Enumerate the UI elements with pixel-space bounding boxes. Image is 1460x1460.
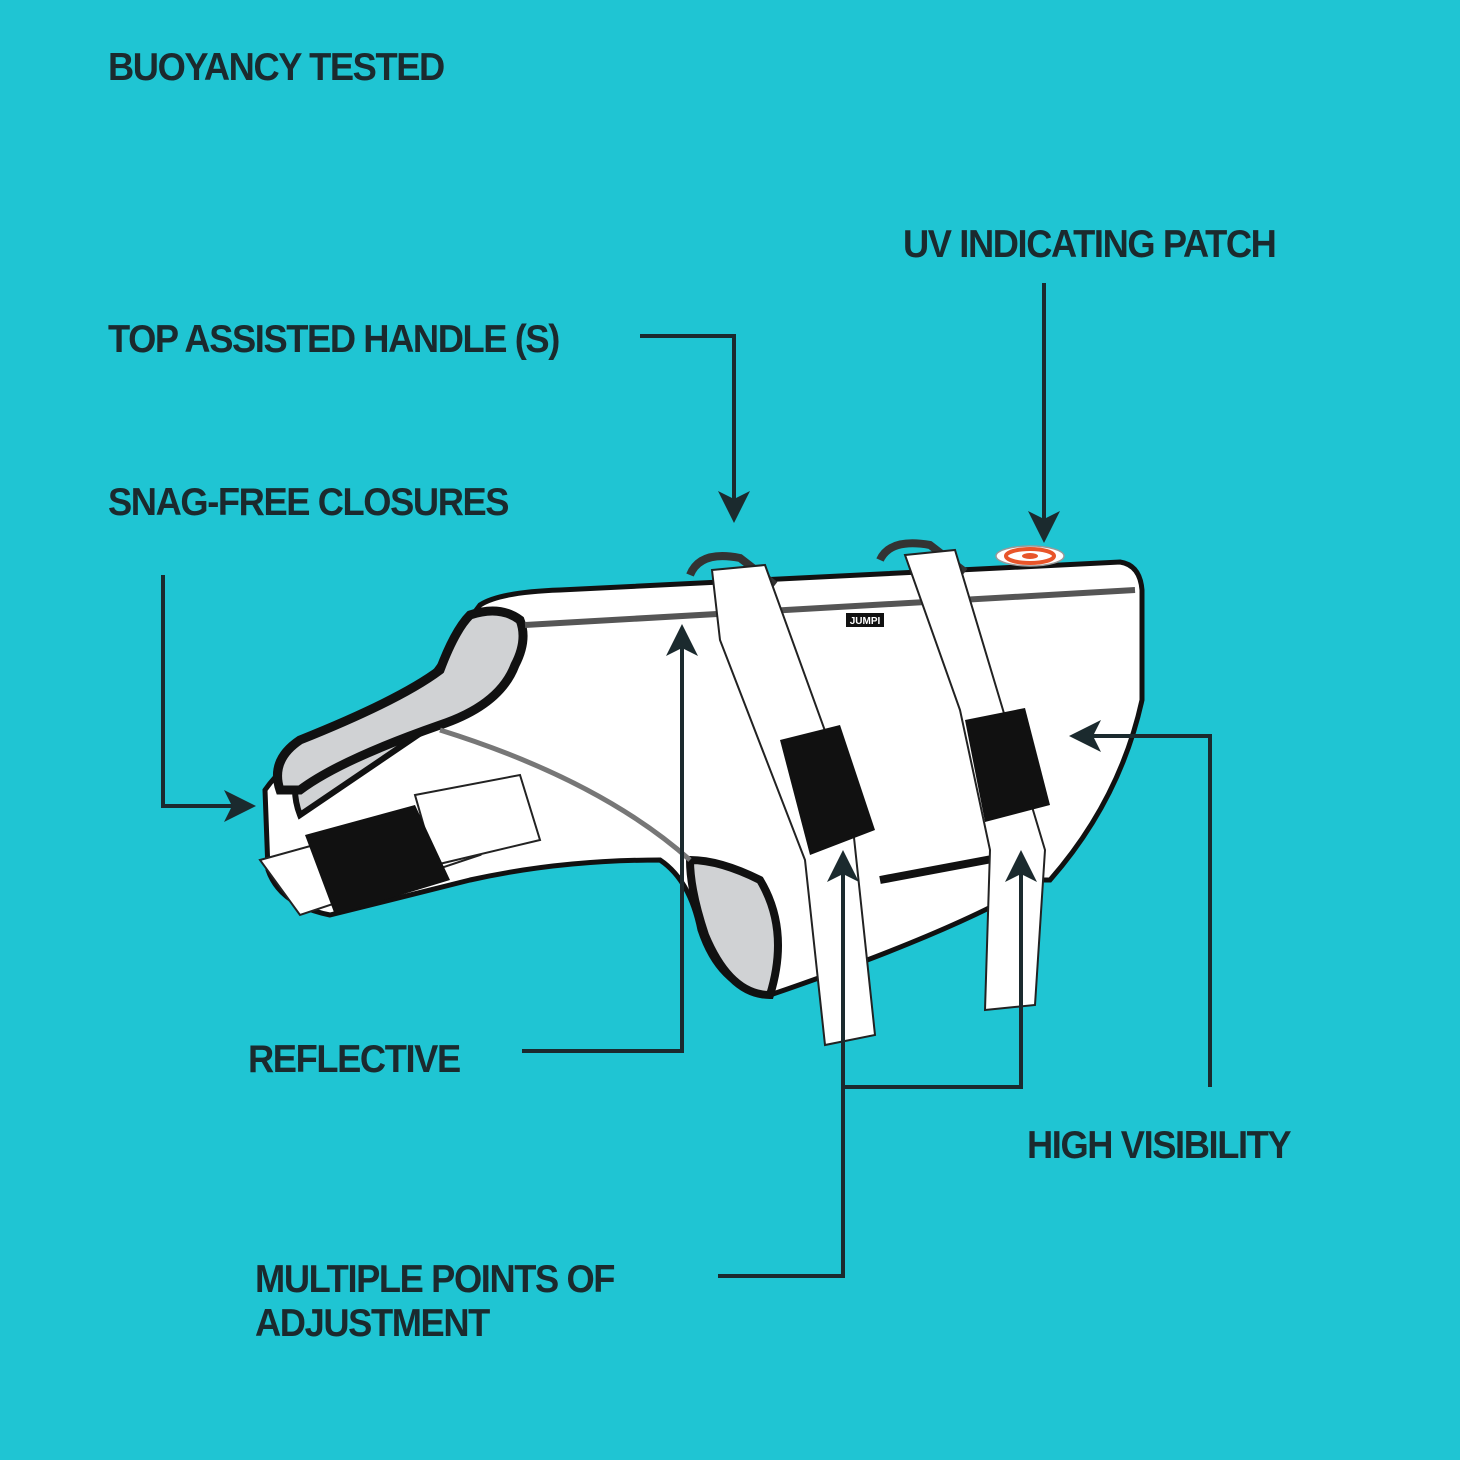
buckle-icon [305, 805, 450, 915]
arrow-adjustment-2 [843, 850, 1037, 1089]
buckle-icon [965, 708, 1050, 822]
arrow-adjustment-1 [718, 850, 859, 1278]
label-buoyancy-tested: BUOYANCY TESTED [108, 46, 445, 89]
uv-patch-icon [995, 545, 1065, 567]
label-multiple-points-line2: ADJUSTMENT [255, 1302, 490, 1345]
label-reflective: REFLECTIVE [248, 1038, 461, 1081]
label-top-assisted-handle: TOP ASSISTED HANDLE (S) [108, 318, 560, 361]
arrow-closures [161, 575, 256, 822]
arrow-reflective [522, 624, 698, 1053]
svg-text:JUMPI: JUMPI [850, 616, 881, 627]
label-high-visibility: HIGH VISIBILITY [1027, 1124, 1292, 1167]
label-multiple-points-line1: MULTIPLE POINTS OF [255, 1258, 615, 1301]
label-snag-free-closures: SNAG-FREE CLOSURES [108, 481, 509, 524]
label-uv-indicating-patch: UV INDICATING PATCH [903, 223, 1277, 266]
arrow-high-visibility [1069, 720, 1212, 1087]
buckle-icon [780, 725, 875, 855]
arrow-handle [640, 334, 750, 523]
brand-logo: JUMPI [846, 613, 884, 627]
vest-body: JUMPI [258, 539, 1145, 1047]
